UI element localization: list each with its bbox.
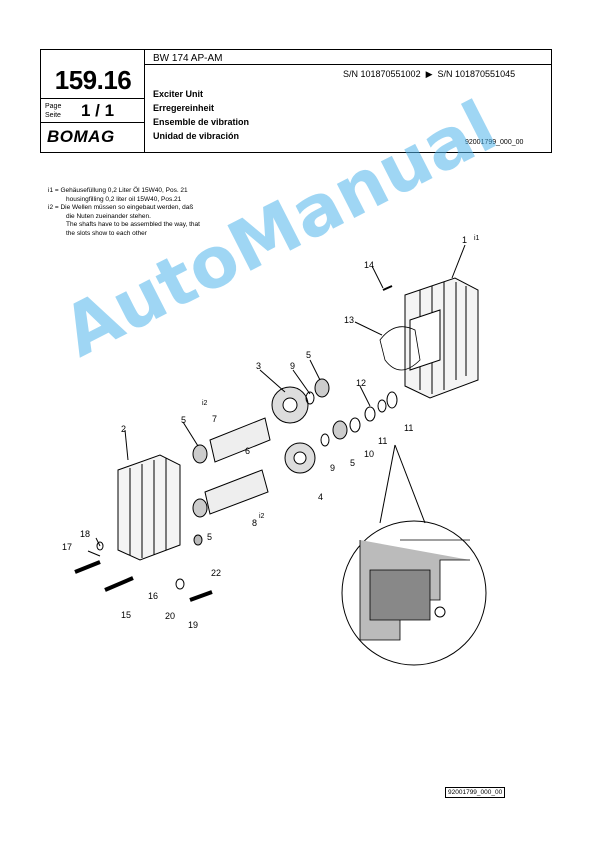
callout-2: 2 [121,424,126,434]
title-de: Erregereinheit [153,103,215,113]
title-fr: Ensemble de vibration [153,117,250,127]
divider [41,98,144,99]
callout-3: 3 [256,361,261,371]
callout-5: 5 [181,415,186,425]
callout-19: 19 [188,620,198,630]
callout-13: 13 [344,315,354,325]
divider [41,122,144,123]
title-en: Exciter Unit [153,89,204,99]
exploded-diagram: 1 i1 2 3 4 5 5 5 5 6 7 i2 8 i2 9 9 10 11… [62,235,487,666]
callout-8: 8 [252,518,257,528]
callout-9: 9 [330,463,335,473]
callout-11: 11 [404,423,413,433]
callout-20: 20 [165,611,175,621]
page-number: 159.16 [54,65,132,95]
assembly-notes: i1 = Gehäusefüllung 0,2 Liter Öl 15W40, … [48,187,200,237]
callout-17: 17 [62,542,72,552]
divider [144,50,145,152]
callout-6: 6 [245,446,250,456]
callout-15: 15 [121,610,131,620]
callout-1: 1 [462,235,467,245]
callout-11: 11 [378,436,387,446]
callout-1-note: i1 [474,235,480,242]
callout-7-note: i2 [202,400,208,407]
callout-12: 12 [356,378,366,388]
callout-5: 5 [207,532,212,542]
callout-18: 18 [80,529,90,539]
drawing-code: 92001799_000_00 [465,139,524,146]
brand-logo: BOMAG [47,127,115,146]
callout-5: 5 [306,350,311,360]
serial-range: S/N 101870551002 ▶ S/N 101870551045 [343,69,516,79]
divider [144,64,551,65]
model-name: BW 174 AP-AM [153,53,223,64]
callout-4: 4 [318,492,323,502]
callout-10: 10 [364,449,374,459]
footer-code: 92001799_000_00 [445,787,506,798]
callout-16: 16 [148,591,158,601]
title-es: Unidad de vibración [153,131,240,141]
titles: Exciter Unit Erregereinheit Ensemble de … [153,87,249,143]
callout-7: 7 [212,414,217,424]
callout-9: 9 [290,361,295,371]
callout-5: 5 [350,458,355,468]
callout-22: 22 [211,568,221,578]
callout-8-note: i2 [259,513,265,520]
callout-14: 14 [364,260,374,270]
page-value: 1 / 1 [81,101,115,120]
